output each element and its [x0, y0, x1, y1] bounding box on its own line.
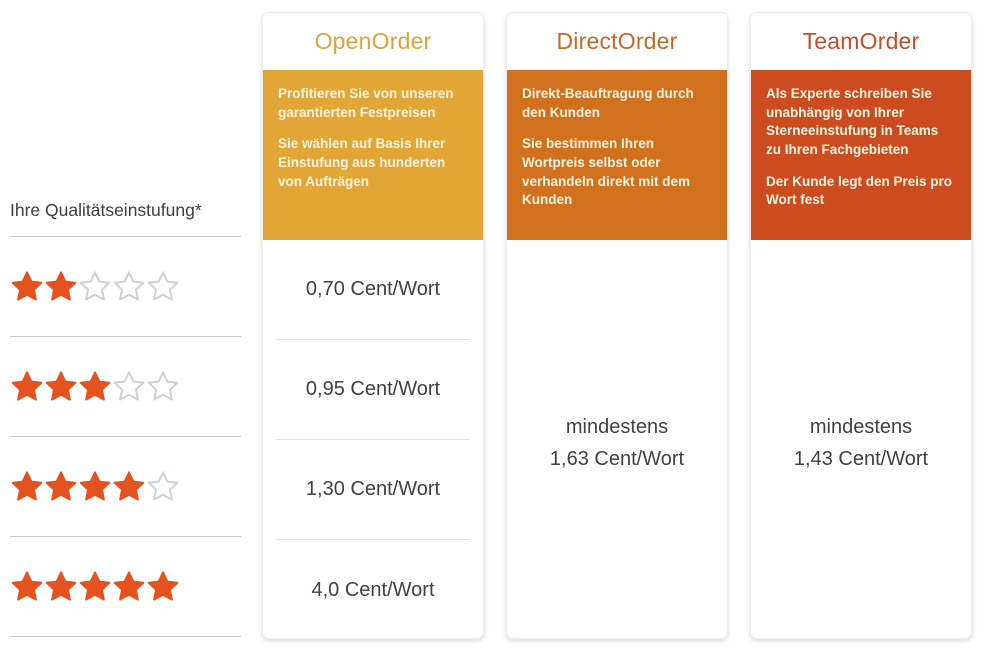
star-icon-filled	[45, 370, 77, 401]
plan-card-team-order: TeamOrder Als Experte schreiben Sie unab…	[750, 12, 972, 639]
star-icon-empty	[113, 270, 145, 301]
star-icon-filled	[45, 570, 77, 601]
star-rating-row-2-stars	[10, 237, 241, 337]
star-icon-filled	[113, 570, 145, 601]
direct-order-price-prefix: mindestens	[565, 416, 669, 438]
open-order-price-5-stars: 4,0 Cent/Wort	[311, 578, 435, 601]
team-order-min-price: mindestens 1,43 Cent/Wort	[751, 411, 971, 475]
team-order-title: TeamOrder	[802, 28, 920, 54]
open-order-description-1: Profitieren Sie von unseren garantierten…	[278, 86, 454, 120]
star-icon-empty	[147, 370, 179, 401]
star-icon-filled	[11, 270, 43, 301]
open-order-description-2: Sie wählen auf Basis Ihrer Einstufung au…	[278, 136, 446, 189]
team-order-description-box: Als Experte schreiben Sie unabhängig von…	[751, 70, 971, 240]
direct-order-description-1: Direkt-Beauftragung durch den Kunden	[522, 86, 694, 120]
star-icon-filled	[45, 270, 77, 301]
star-rating-row-5-stars	[10, 537, 241, 637]
direct-order-description-2: Sie bestimmen Ihren Wortpreis selbst ode…	[522, 136, 691, 208]
star-icon-empty	[147, 470, 179, 501]
star-icon-filled	[147, 570, 179, 601]
team-order-description-1: Als Experte schreiben Sie unabhängig von…	[766, 86, 939, 157]
plan-card-open-order: OpenOrder Profitieren Sie von unseren ga…	[262, 12, 484, 639]
star-icon-filled	[11, 370, 43, 401]
open-order-description-box: Profitieren Sie von unseren garantierten…	[263, 70, 483, 240]
open-order-price-2-stars: 0,70 Cent/Wort	[276, 240, 470, 340]
quality-rating-label: Ihre Qualitätseinstufung*	[10, 200, 241, 237]
direct-order-min-price: mindestens 1,63 Cent/Wort	[507, 411, 727, 475]
open-order-price-4-stars: 1,30 Cent/Wort	[276, 440, 470, 540]
star-icon-empty	[113, 370, 145, 401]
star-icon-filled	[45, 470, 77, 501]
direct-order-title: DirectOrder	[556, 28, 678, 54]
star-icon-filled	[11, 570, 43, 601]
team-order-price-value: 1,43 Cent/Wort	[793, 448, 929, 470]
plan-card-direct-order: DirectOrder Direkt-Beauftragung durch de…	[506, 12, 728, 639]
star-icon-empty	[147, 270, 179, 301]
team-order-description-2: Der Kunde legt den Preis pro Wort fest	[766, 173, 953, 208]
star-icon-filled	[11, 470, 43, 501]
star-icon-filled	[79, 570, 111, 601]
star-rating-row-4-stars	[10, 437, 241, 537]
star-icon-filled	[79, 370, 111, 401]
star-icon-empty	[79, 270, 111, 301]
star-rating-row-3-stars	[10, 337, 241, 437]
direct-order-price-value: 1,63 Cent/Wort	[549, 448, 685, 470]
team-order-price-prefix: mindestens	[809, 416, 913, 438]
open-order-title: OpenOrder	[314, 28, 432, 54]
star-icon-filled	[113, 470, 145, 501]
open-order-price-3-stars: 0,95 Cent/Wort	[276, 340, 470, 440]
star-icon-filled	[79, 470, 111, 501]
direct-order-description-box: Direkt-Beauftragung durch den Kunden Sie…	[507, 70, 727, 240]
